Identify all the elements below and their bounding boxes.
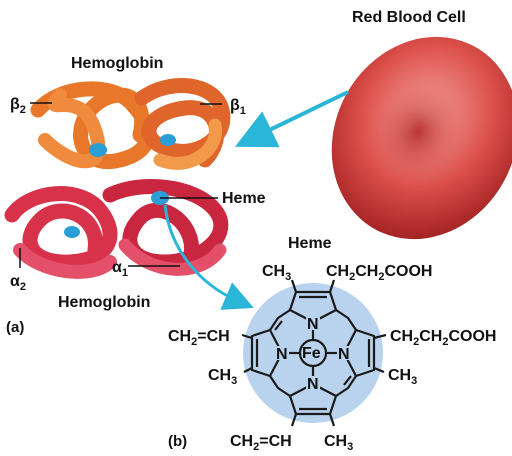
nitrogen-left: N bbox=[276, 346, 288, 363]
alpha1-subscript: 1 bbox=[122, 267, 128, 279]
substituent-bottom-left: CH2=CH bbox=[230, 433, 292, 453]
red-blood-cell-label: Red Blood Cell bbox=[352, 9, 466, 26]
alpha2-subscript: 2 bbox=[20, 281, 26, 293]
hemoglobin-bottom-label: Hemoglobin bbox=[58, 294, 150, 311]
nitrogen-top: N bbox=[307, 316, 319, 333]
porphyrin-ring bbox=[250, 290, 376, 416]
panel-b-label: (b) bbox=[168, 433, 187, 450]
red-blood-cell bbox=[331, 36, 512, 240]
rbc-to-hemoglobin-arrow bbox=[234, 90, 349, 148]
subunit-beta2: β2 bbox=[10, 96, 52, 116]
substituent-top-left: CH3 bbox=[262, 263, 291, 283]
alpha-chains bbox=[4, 179, 229, 279]
iron-atom: Fe bbox=[302, 345, 321, 362]
ring-atoms: N N N N Fe bbox=[275, 316, 351, 393]
heme-pointer-label: Heme bbox=[222, 190, 266, 207]
svg-text:α2: α2 bbox=[10, 273, 26, 293]
heme-structure-title: Heme bbox=[288, 235, 332, 252]
heme-groups bbox=[64, 134, 176, 238]
subunit-beta1: β1 bbox=[200, 97, 246, 117]
substituent-bonds bbox=[241, 279, 387, 427]
substituent-bottom-right: CH3 bbox=[324, 433, 353, 453]
substituent-top-right: CH2CH2COOH bbox=[326, 263, 432, 283]
hemoglobin-top-label: Hemoglobin bbox=[71, 55, 163, 72]
svg-text:β2: β2 bbox=[10, 96, 26, 116]
beta1-symbol: β bbox=[230, 97, 240, 114]
beta2-subscript: 2 bbox=[20, 104, 26, 116]
svg-text:α1: α1 bbox=[112, 259, 128, 279]
nitrogen-bottom: N bbox=[307, 376, 319, 393]
alpha2-symbol: α bbox=[10, 273, 20, 290]
subunit-alpha2: α2 bbox=[10, 248, 26, 293]
substituent-left-upper: CH2=CH bbox=[168, 328, 230, 348]
nitrogen-right: N bbox=[338, 346, 350, 363]
panel-a-label: (a) bbox=[6, 319, 24, 336]
subunit-alpha1: α1 bbox=[112, 259, 180, 279]
substituent-right-upper: CH2CH2COOH bbox=[390, 328, 496, 348]
alpha1-symbol: α bbox=[112, 259, 122, 276]
svg-text:β1: β1 bbox=[230, 97, 246, 117]
substituent-left-lower: CH3 bbox=[208, 367, 237, 387]
substituent-right-lower: CH3 bbox=[388, 367, 417, 387]
beta2-symbol: β bbox=[10, 96, 20, 113]
beta1-subscript: 1 bbox=[240, 105, 246, 117]
beta-chains bbox=[30, 78, 231, 170]
heme-to-structure-arrow bbox=[163, 204, 254, 310]
